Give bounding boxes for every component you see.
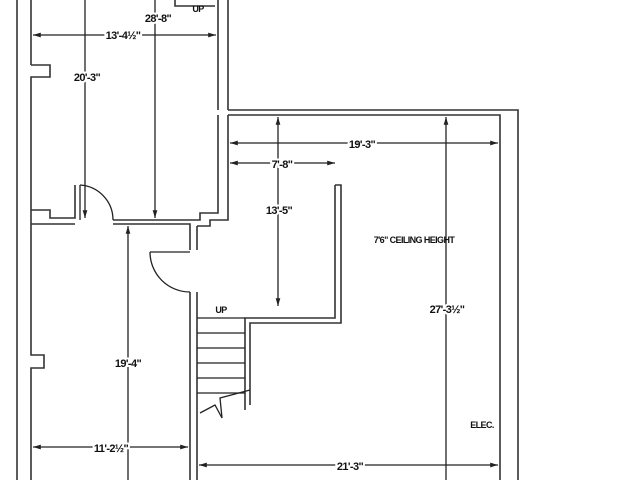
- dimension-text: 28'-8" 13'-4½" 20'-3" 19'-3" 7'-8" 13'-5…: [72, 11, 468, 475]
- dim-lower-left-height: 19'-4": [115, 358, 142, 370]
- main-room-outer-wall: [228, 109, 519, 480]
- left-wall-pilasters: [30, 64, 51, 480]
- staircase: [197, 317, 251, 419]
- stair-break-line: [199, 389, 251, 419]
- dim-upper-height-total: 28'-8": [145, 13, 172, 25]
- closet-wall-outer: [249, 184, 342, 405]
- up-label-stair: UP: [215, 305, 227, 315]
- lower-room-top-right: [113, 223, 191, 250]
- dim-hall-depth: 13'-5": [266, 205, 293, 217]
- dim-main-width-bottom: 21'-3": [337, 461, 364, 473]
- dim-lower-left-width: 11'-2½": [94, 443, 129, 455]
- main-room-inner-wall: [228, 114, 501, 480]
- upper-room-partition: [113, 115, 219, 221]
- upper-room-bottom-left: [31, 185, 76, 219]
- up-label-top: UP: [192, 4, 204, 14]
- hall-partition: [197, 115, 229, 227]
- walls: [16, 0, 519, 480]
- dim-hall-width: 7'-8": [272, 159, 293, 171]
- ceiling-height-label: 7'6" CEILING HEIGHT: [374, 235, 456, 245]
- elec-label: ELEC.: [470, 420, 494, 430]
- closet-wall-inner: [244, 185, 336, 410]
- room-labels: UP UP 7'6" CEILING HEIGHT ELEC.: [192, 4, 494, 430]
- doors: [79, 184, 191, 293]
- dim-main-height: 27'-3½": [430, 304, 465, 316]
- dim-upper-left-height: 20'-3": [74, 72, 101, 84]
- top-stair-box: [174, 0, 215, 7]
- dim-main-width-top: 19'-3": [349, 139, 376, 151]
- dimension-lines: [33, 0, 498, 480]
- lower-door-swing[interactable]: [149, 251, 191, 293]
- dim-upper-width: 13'-4½": [106, 30, 141, 42]
